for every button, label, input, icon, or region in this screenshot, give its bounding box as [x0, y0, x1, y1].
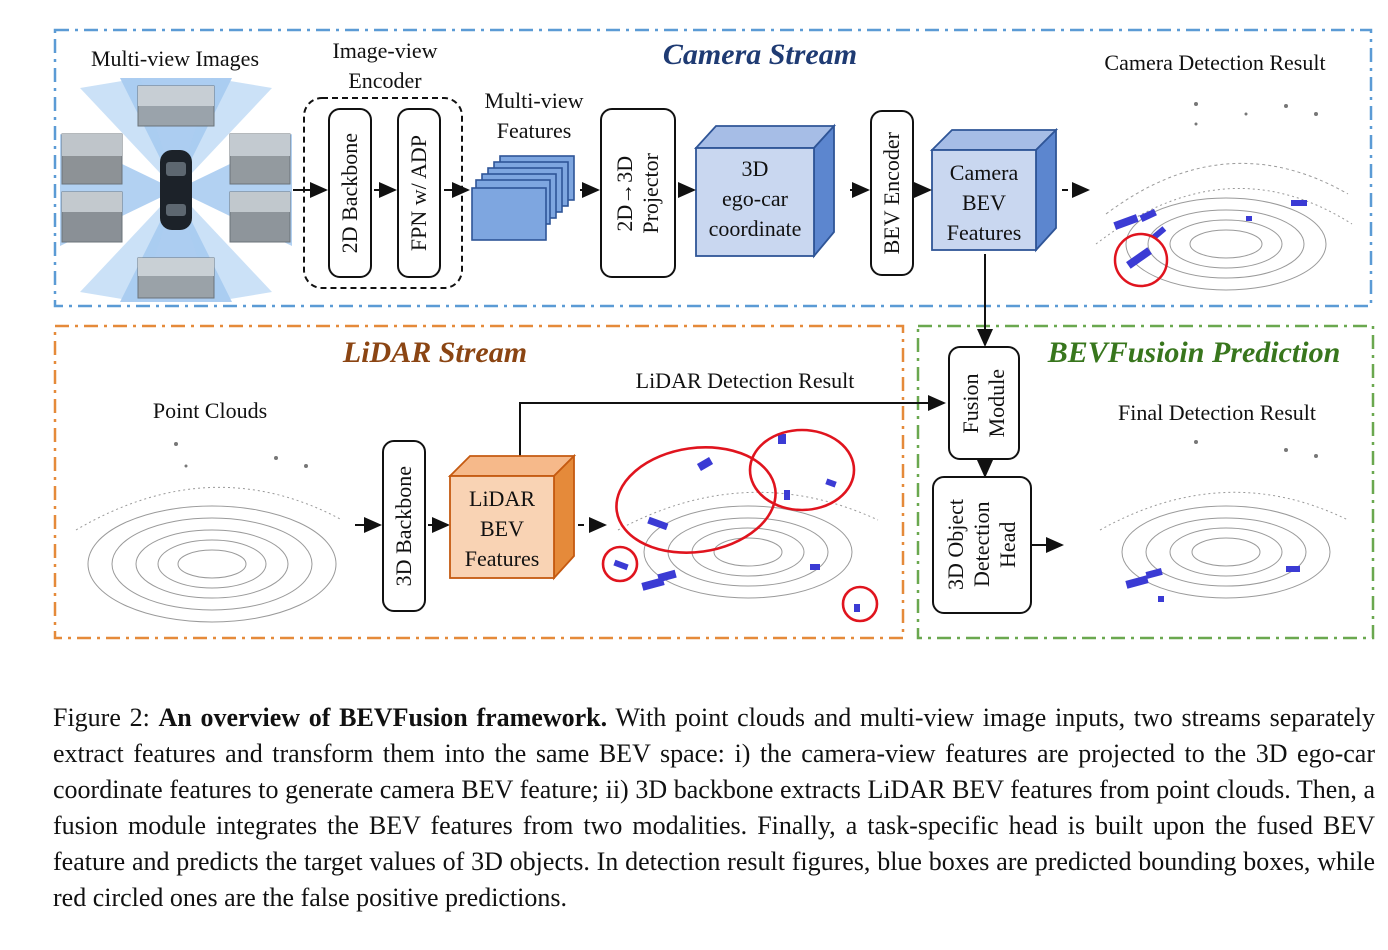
caption-prefix: Figure 2: [53, 703, 159, 732]
projector-label: 2D→3D Projector [612, 152, 663, 234]
lidar-bev-line2: BEV [480, 516, 524, 541]
bev-encoder-label: BEV Encoder [879, 131, 904, 255]
ego-car-line2: ego-car [722, 186, 788, 211]
final-result-label: Final Detection Result [1118, 400, 1316, 425]
features-label-line2: Features [496, 118, 572, 143]
encoder-label-line2: Encoder [348, 68, 422, 93]
camera-stream-frame [53, 28, 1373, 308]
multiview-features-stack [471, 155, 575, 241]
lidar-bev-line1: LiDAR [469, 486, 535, 511]
final-detection-result [1099, 440, 1349, 602]
detection-head-label: 3D Object Detection Head [943, 499, 1020, 591]
lidar-result-label: LiDAR Detection Result [635, 368, 855, 393]
lidar-detection-result [601, 428, 879, 623]
caption-bold: An overview of BEVFusion framework. [158, 703, 608, 732]
stream-frames [53, 28, 1375, 640]
bev-encoder-block: BEV Encoder [870, 110, 914, 276]
projector-block: 2D→3D Projector [600, 108, 676, 278]
features-label-line1: Multi-view [484, 88, 584, 113]
lidar-stream-title: LiDAR Stream [342, 336, 528, 369]
point-clouds-label: Point Clouds [152, 398, 268, 423]
multiview-images [60, 78, 292, 302]
fusion-title: BEVFusioin Prediction [1047, 336, 1341, 369]
2d-backbone-label: 2D Backbone [337, 132, 362, 254]
camera-bev-cube [929, 128, 1059, 253]
encoder-container [303, 97, 463, 289]
camera-bev-line3: Features [946, 220, 1022, 245]
detection-head-block: 3D Object Detection Head [932, 476, 1032, 614]
camera-bev-line1: Camera [949, 160, 1019, 185]
ego-car-line3: coordinate [708, 216, 802, 241]
caption-body: With point clouds and multi-view image i… [53, 703, 1375, 912]
2d-backbone-block: 2D Backbone [328, 108, 372, 278]
ego-car-line1: 3D [741, 156, 769, 181]
camera-result-label: Camera Detection Result [1104, 50, 1326, 75]
3d-backbone-label: 3D Backbone [391, 465, 416, 587]
fusion-module-label: Fusion Module [958, 368, 1009, 438]
lidar-bev-cube [447, 454, 577, 581]
multiview-images-label: Multi-view Images [90, 46, 260, 71]
camera-stream-title: Camera Stream [662, 38, 858, 71]
fusion-module-block: Fusion Module [948, 346, 1020, 460]
fpn-block: FPN w/ ADP [397, 108, 441, 278]
fpn-label: FPN w/ ADP [406, 134, 431, 252]
ego-car-cube [693, 123, 837, 259]
lidar-bev-line3: Features [464, 546, 540, 571]
camera-bev-line2: BEV [962, 190, 1006, 215]
figure-caption: Figure 2: An overview of BEVFusion frame… [53, 700, 1375, 916]
bevfusion-diagram: Camera Stream LiDAR Stream BEVFusioin Pr… [53, 28, 1375, 640]
encoder-label-line1: Image-view [332, 38, 438, 63]
camera-detection-result [1095, 102, 1353, 291]
point-clouds-image [75, 442, 343, 623]
fusion-frame [916, 324, 1375, 640]
3d-backbone-block: 3D Backbone [382, 440, 426, 612]
